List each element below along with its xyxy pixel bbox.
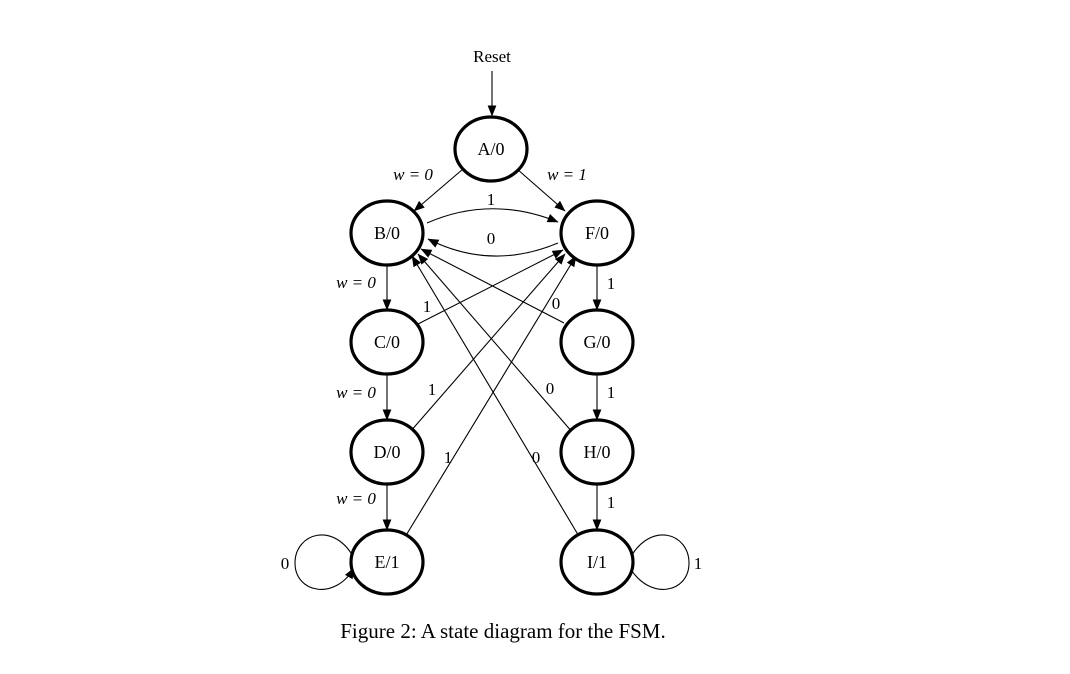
label-h-b: 0 — [546, 379, 555, 398]
state-f: F/0 — [559, 199, 635, 267]
label-c-f: 1 — [423, 297, 432, 316]
state-c: C/0 — [349, 308, 425, 376]
label-f-g: 1 — [607, 274, 616, 293]
label-e-f: 1 — [444, 448, 453, 467]
label-e-loop: 0 — [281, 554, 290, 573]
edge-c-to-f — [417, 249, 564, 325]
state-d: D/0 — [349, 418, 425, 486]
state-e: E/1 — [349, 528, 425, 596]
state-b: B/0 — [349, 199, 425, 267]
edge-f-to-b — [427, 238, 559, 257]
edge-a-to-f — [516, 168, 566, 212]
label-g-h: 1 — [607, 383, 616, 402]
edge-a-to-b — [413, 168, 464, 212]
state-g: G/0 — [559, 308, 635, 376]
label-b-c: w = 0 — [336, 273, 376, 292]
reset-label: Reset — [473, 47, 511, 66]
label-b-f: 1 — [487, 190, 496, 209]
label-a-f: w = 1 — [547, 165, 587, 184]
edge-b-to-f — [426, 208, 559, 224]
label-c-d: w = 0 — [336, 383, 376, 402]
edge-i-to-b — [411, 255, 581, 539]
label-d-f: 1 — [428, 380, 437, 399]
edge-e-self-loop — [294, 534, 356, 590]
label-h-i: 1 — [607, 493, 616, 512]
state-e-label: E/1 — [375, 552, 400, 572]
state-c-label: C/0 — [374, 332, 400, 352]
label-d-e: w = 0 — [336, 489, 376, 508]
label-f-b: 0 — [487, 229, 496, 248]
state-a-label: A/0 — [478, 139, 505, 159]
state-a: A/0 — [453, 115, 529, 183]
state-i: I/1 — [559, 528, 635, 596]
edge-g-to-b — [420, 248, 565, 324]
label-g-b: 0 — [552, 294, 561, 313]
label-i-loop: 1 — [694, 554, 703, 573]
edge-d-to-f — [409, 253, 566, 433]
state-g-label: G/0 — [584, 332, 611, 352]
state-d-label: D/0 — [374, 442, 401, 462]
state-f-label: F/0 — [585, 223, 609, 243]
state-h: H/0 — [559, 418, 635, 486]
label-i-b: 0 — [532, 448, 541, 467]
state-b-label: B/0 — [374, 223, 400, 243]
edge-e-to-f — [404, 255, 577, 538]
state-i-label: I/1 — [587, 552, 607, 572]
edge-h-to-b — [417, 253, 574, 434]
label-a-b: w = 0 — [393, 165, 433, 184]
state-h-label: H/0 — [584, 442, 611, 462]
figure-caption: Figure 2: A state diagram for the FSM. — [340, 619, 665, 643]
edge-i-self-loop — [620, 534, 690, 590]
